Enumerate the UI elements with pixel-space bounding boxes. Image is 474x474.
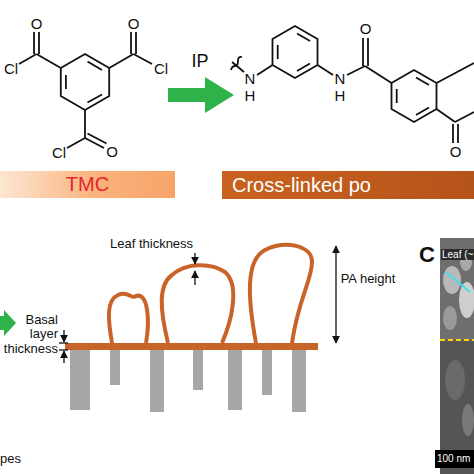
annotation-text: Basal layer thickness [0, 313, 58, 356]
double-bond [297, 64, 310, 72]
interface-line [440, 339, 474, 341]
band-text: TMC [66, 173, 109, 196]
sem-texture [459, 282, 474, 318]
bond [67, 138, 85, 148]
atom-label: Cl [154, 61, 168, 78]
atom-label: O [360, 21, 372, 38]
sem-texture [443, 266, 461, 294]
wavy-bond [231, 57, 242, 70]
bond [347, 66, 365, 75]
annotation-text: 100 nm [437, 453, 470, 464]
dimension-arrows [59, 246, 336, 363]
atom-label: N [245, 71, 256, 88]
atom-label: N [335, 71, 346, 88]
double-bond [65, 75, 67, 89]
bond [88, 134, 107, 144]
benzene-ring [392, 70, 437, 122]
atom-label: H [245, 88, 256, 105]
bond [84, 110, 86, 138]
sem-texture [462, 404, 474, 436]
sem-texture [445, 360, 465, 400]
label-band: Cross-linked po [222, 171, 474, 199]
dimension-arrow [63, 351, 64, 363]
leaf [250, 245, 312, 343]
annotation-text: pes [0, 452, 21, 466]
flow-arrow [0, 310, 16, 336]
double-bond [88, 95, 103, 103]
double-bond [277, 45, 279, 59]
bond [37, 54, 61, 68]
bond [135, 32, 137, 54]
double-bond [88, 62, 103, 71]
bond [362, 38, 364, 66]
atom-label: O [106, 144, 118, 161]
sem-image [435, 238, 474, 474]
leaf-marker [446, 272, 470, 292]
pore-wall [110, 350, 120, 385]
guide-line [59, 342, 68, 343]
pore-wall [292, 350, 306, 412]
tmc-structure [19, 32, 152, 148]
basal-layer [65, 343, 318, 350]
atom-label: O [31, 16, 43, 33]
pore-wall [228, 350, 242, 410]
double-bond [416, 78, 429, 86]
support-pores [70, 350, 306, 412]
band-text: Cross-linked po [232, 174, 371, 197]
atom-label: IP [191, 52, 208, 72]
bond [318, 65, 334, 75]
bond [457, 124, 459, 143]
bond [437, 63, 474, 83]
bond [257, 65, 273, 75]
bond [38, 32, 40, 54]
bond [19, 54, 37, 64]
pa-leaves [109, 245, 312, 343]
sem-background [440, 238, 474, 474]
leaf [109, 294, 148, 343]
atom-label: H [335, 88, 346, 105]
annotation-text: Leaf thickness [110, 237, 193, 251]
atom-label: Cl [4, 61, 18, 78]
pore-wall [150, 350, 164, 412]
atom-label: O [128, 16, 140, 33]
atom-label: C [419, 243, 435, 267]
bond [367, 38, 369, 66]
bond [452, 124, 454, 143]
label-band: TMC [0, 171, 175, 198]
bond [109, 54, 133, 68]
pore-wall [262, 350, 272, 395]
dimension-arrow [194, 271, 195, 285]
atom-label: Cl [52, 145, 66, 162]
bond [130, 32, 132, 54]
dimension-arrow [194, 253, 195, 264]
double-bond [396, 89, 398, 103]
annotation-text: Leaf (~ [441, 249, 474, 260]
double-bond [416, 108, 429, 116]
scale-bar-box [435, 450, 474, 468]
bond [437, 109, 456, 122]
bond [455, 112, 474, 122]
bond [365, 66, 392, 83]
dimension-arrow [63, 330, 64, 342]
leaf [162, 265, 234, 343]
pore-wall [193, 350, 203, 390]
annotation-text: PA height [340, 272, 396, 286]
dimension-arrow [335, 246, 336, 343]
sem-texture [443, 306, 457, 330]
bond [134, 54, 153, 64]
bond [33, 32, 35, 54]
atom-label: O [450, 144, 462, 161]
double-bond [297, 34, 310, 42]
benzene-ring [273, 26, 318, 78]
polyamide-structure [231, 26, 474, 143]
benzene-ring [61, 54, 109, 110]
guide-line [59, 349, 68, 350]
bond [85, 138, 104, 148]
pore-wall [70, 350, 90, 410]
reaction-arrow [168, 77, 234, 113]
